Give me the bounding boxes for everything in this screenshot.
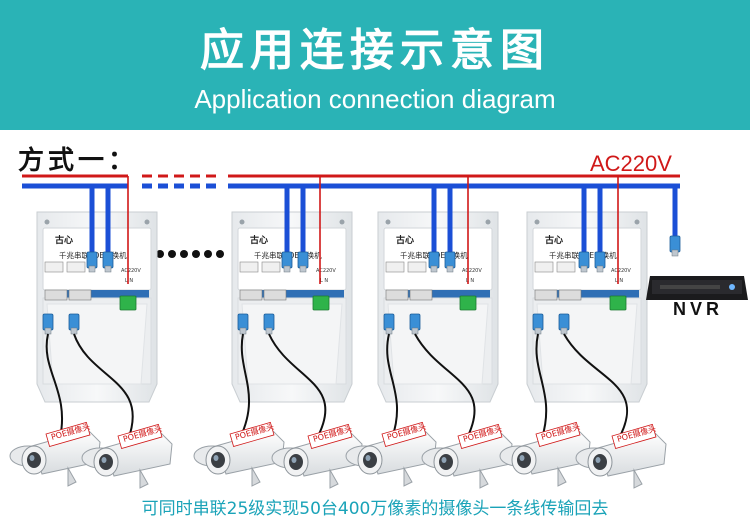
camera: POE摄像头 <box>81 423 173 489</box>
switch-ac-label: AC220V <box>121 268 141 274</box>
camera: POE摄像头 <box>421 423 513 489</box>
method-label: 方式一： <box>18 146 139 176</box>
camera-cables <box>45 333 629 441</box>
camera: POE摄像头 <box>575 423 667 489</box>
switch-ac-label: AC220V <box>316 268 336 274</box>
camera: POE摄像头 <box>345 421 437 487</box>
switch-logo: 古心 <box>396 234 414 246</box>
switch-ln-label: L N <box>615 278 623 284</box>
power-terminals <box>119 295 627 311</box>
power-label: AC220V <box>590 151 672 176</box>
page-subtitle: Application connection diagram <box>194 84 556 114</box>
switch-logo: 古心 <box>55 234 73 246</box>
switch-ln-label: L N <box>466 278 474 284</box>
switch-logo: 古心 <box>250 234 268 246</box>
ellipsis-dots <box>156 250 224 258</box>
nvr-label: NVR <box>673 299 724 319</box>
switch-box: 古心 千兆串联POE交换机 AC220V L N <box>231 211 353 403</box>
switch-logo: 古心 <box>545 234 563 246</box>
camera: POE摄像头 <box>193 421 285 487</box>
switch-ac-label: AC220V <box>611 268 631 274</box>
switch-ln-label: L N <box>320 278 328 284</box>
switch-box: 古心 千兆串联POE交换机 AC220V L N <box>526 211 648 403</box>
switch-box: 古心 千兆串联POE交换机 AC220V L N <box>36 211 158 403</box>
camera: POE摄像头 <box>499 421 591 487</box>
title-banner: 应用连接示意图 Application connection diagram <box>0 0 750 130</box>
nvr-device <box>646 235 748 300</box>
switch-box: 古心 千兆串联POE交换机 AC220V L N <box>377 211 499 403</box>
page-title: 应用连接示意图 <box>200 25 550 76</box>
switch-ac-label: AC220V <box>462 268 482 274</box>
footer-caption: 可同时串联25级实现50台400万像素的摄像头一条线传输回去 <box>141 499 609 519</box>
switch-ln-label: L N <box>125 278 133 284</box>
box-feed-lines <box>89 176 619 284</box>
